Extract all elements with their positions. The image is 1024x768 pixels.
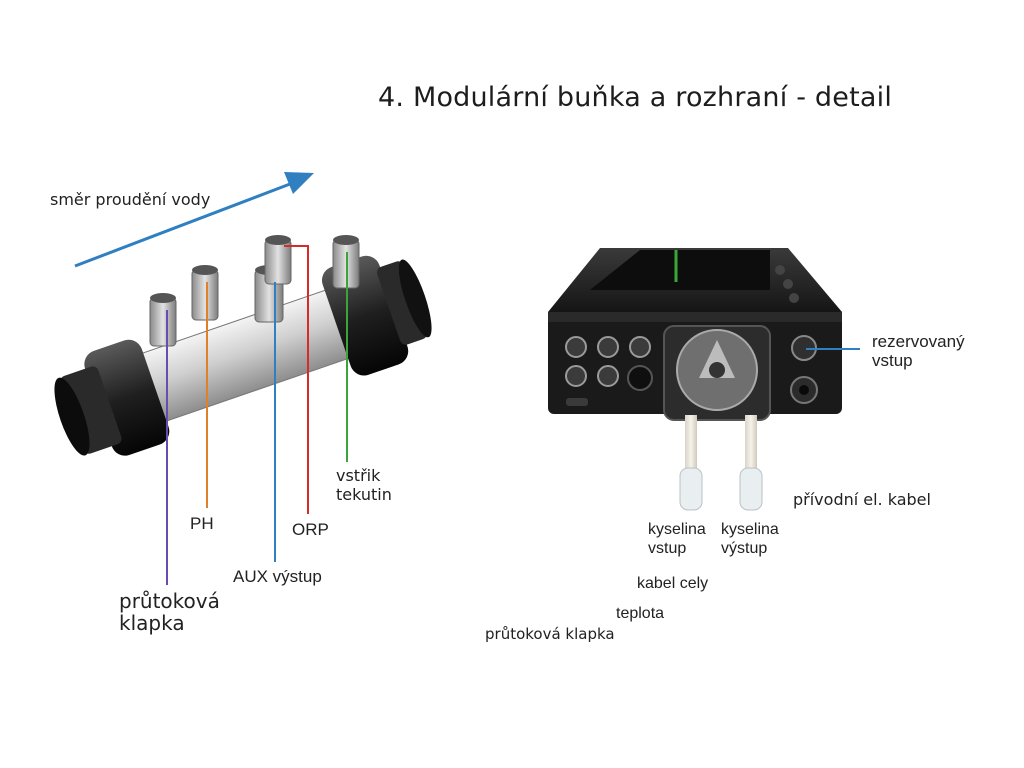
flow-switch-label-right: průtoková klapka — [485, 625, 615, 643]
acid-output-label: kyselina výstup — [721, 520, 779, 558]
injection-label: vstřik tekutin — [336, 466, 392, 504]
ph-label: PH — [190, 514, 214, 534]
orp-label: ORP — [292, 520, 329, 540]
cell-cable-label: kabel cely — [637, 575, 708, 593]
power-cable-label: přívodní el. kabel — [793, 490, 931, 509]
interface-box-illustration — [548, 248, 842, 510]
flow-direction-label: směr proudění vody — [50, 190, 210, 209]
temperature-label: teplota — [616, 605, 664, 623]
reserved-input-label: rezervovaný vstup — [872, 332, 965, 370]
orp-leader — [284, 246, 308, 514]
modular-cell-illustration — [42, 235, 443, 474]
flow-switch-label: průtoková klapka — [119, 590, 220, 634]
acid-input-label: kyselina vstup — [648, 520, 706, 558]
aux-output-label: AUX výstup — [233, 567, 322, 587]
